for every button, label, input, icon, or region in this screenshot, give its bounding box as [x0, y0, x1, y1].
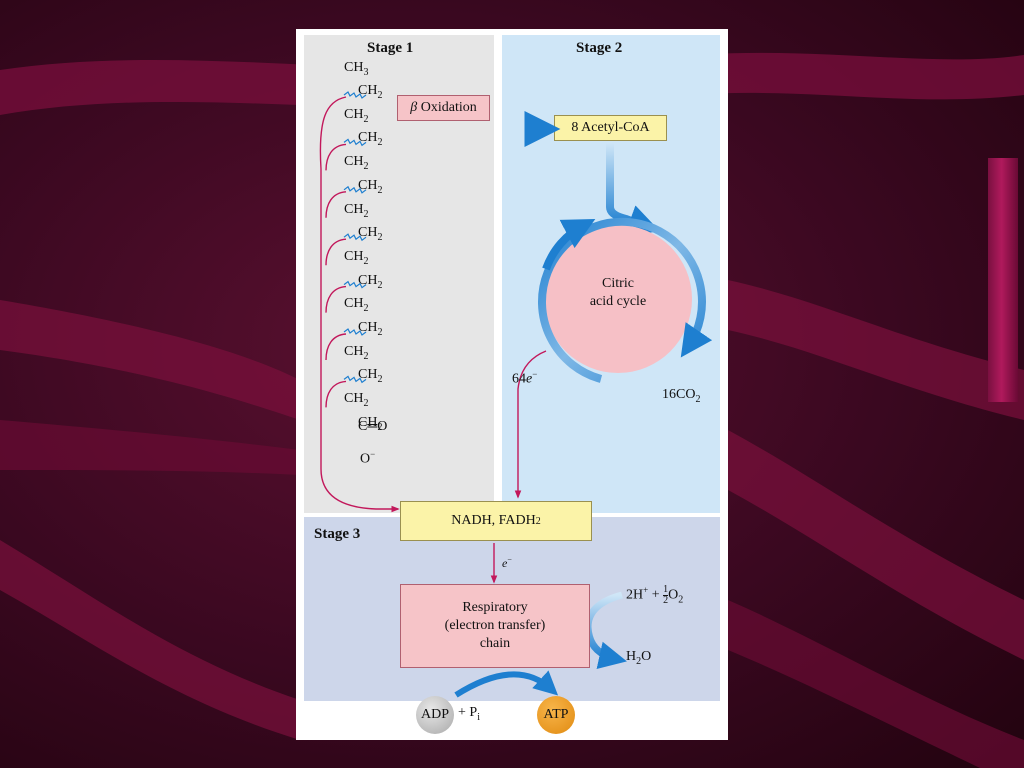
cleavage-mark — [343, 280, 367, 289]
electron-arc — [325, 143, 347, 171]
cycle-top-arrow — [542, 219, 596, 271]
stage3-title: Stage 3 — [314, 526, 361, 542]
adp-circle: ADP — [416, 696, 454, 734]
carbonyl-group: C═O — [358, 419, 388, 434]
ch2-group: CH2 — [344, 343, 369, 362]
cleavage-mark — [343, 375, 367, 384]
citric-cycle-label: Citric acid cycle — [589, 276, 647, 309]
ch2-group: CH2 — [358, 367, 383, 386]
stage1-title: Stage 1 — [367, 40, 414, 56]
acetyl-coa-box: 8 Acetyl-CoA — [554, 115, 667, 141]
ch2-group: CH2 — [358, 130, 383, 149]
cleavage-mark — [343, 91, 367, 99]
electron-arc — [325, 380, 347, 408]
cleavage-mark — [343, 233, 367, 242]
ch2-group: CH2 — [358, 414, 383, 433]
ch3-group: CH3 — [344, 60, 369, 78]
chain-electron-arcs — [325, 91, 367, 408]
electron-label: e− — [502, 555, 512, 570]
water-label: H2O — [626, 649, 652, 667]
ch2-group: CH2 — [358, 83, 383, 101]
electron-arc — [325, 238, 347, 266]
electron-arc — [325, 191, 347, 218]
oxygen-to-water-arrow — [584, 591, 627, 670]
ch2-group: CH2 — [344, 106, 369, 125]
ch2-group: CH2 — [344, 296, 369, 315]
decorative-bar — [988, 158, 1018, 402]
pi-label: + Pi — [458, 705, 480, 723]
acetyl-to-cycle-arrow — [606, 143, 661, 236]
beta-oxidation-box: β Oxidation — [397, 95, 490, 121]
co2-label: 16CO2 — [662, 387, 701, 405]
ch2-group: CH2 — [344, 154, 369, 172]
chain-to-nadh-arrow — [319, 96, 400, 513]
ch2-group: CH2 — [344, 248, 369, 267]
ch2-group: CH2 — [358, 272, 383, 291]
electrons-64-label: 64e− — [512, 369, 538, 387]
stage2-title: Stage 2 — [576, 40, 623, 56]
carboxylate-oxygen: O− — [360, 449, 376, 467]
adp-to-atp-arrow — [454, 670, 559, 698]
ch2-group: CH2 — [358, 320, 383, 338]
cycle-electrons-arrow — [514, 350, 547, 499]
electron-arc — [325, 333, 347, 361]
respiratory-chain-box: Respiratory (electron transfer) chain — [400, 584, 590, 668]
cleavage-mark — [343, 138, 367, 147]
ch2-group: CH2 — [344, 391, 369, 409]
electron-arc — [325, 285, 347, 313]
citric-cycle-fill — [544, 225, 692, 373]
ch2-group: CH2 — [358, 177, 383, 196]
ch2-group: CH2 — [344, 201, 369, 220]
ch2-group: CH2 — [358, 225, 383, 243]
cleavage-mark — [343, 328, 367, 336]
atp-circle: ATP — [537, 696, 575, 734]
diagram-arrows — [319, 91, 713, 698]
cleavage-mark — [343, 185, 367, 194]
